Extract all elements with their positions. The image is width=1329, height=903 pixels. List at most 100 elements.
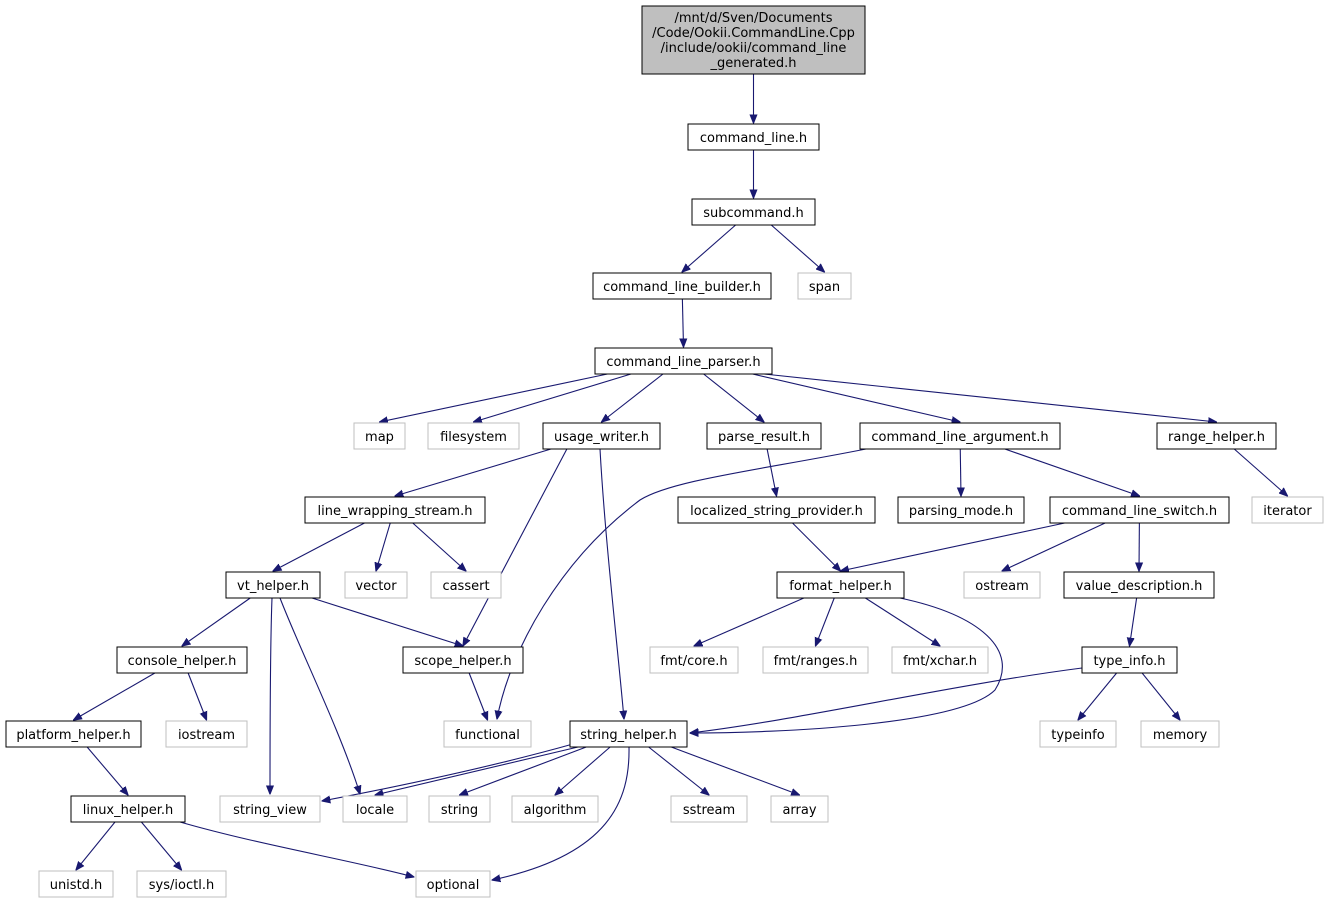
node-label: command_line_parser.h <box>606 355 760 370</box>
edge-command-line-parser-to-filesystem <box>474 373 632 422</box>
node-label: scope_helper.h <box>414 654 511 669</box>
node-type-info[interactable]: type_info.h <box>1081 646 1178 674</box>
node-platform-helper[interactable]: platform_helper.h <box>5 720 142 748</box>
node-box <box>1039 720 1117 748</box>
node-iostream: iostream <box>165 720 248 748</box>
node-label-line: /include/ookii/command_line <box>661 41 847 56</box>
node-box <box>1140 720 1220 748</box>
node-label: line_wrapping_stream.h <box>318 504 473 519</box>
node-console-helper[interactable]: console_helper.h <box>116 646 248 674</box>
node-box <box>70 795 186 823</box>
edge-command-line-parser-to-parse-result <box>703 373 764 422</box>
node-label: fmt/xchar.h <box>903 654 977 669</box>
node-box <box>342 795 408 823</box>
node-box <box>649 646 739 674</box>
node-fmt-ranges: fmt/ranges.h <box>762 646 869 674</box>
node-vt-helper[interactable]: vt_helper.h <box>225 571 321 599</box>
node-label: range_helper.h <box>1168 430 1265 445</box>
node-linux-helper[interactable]: linux_helper.h <box>70 795 186 823</box>
edge-command-line-argument-to-command-line-switch <box>1004 448 1140 496</box>
node-label: algorithm <box>524 803 587 818</box>
node-map: map <box>353 422 406 450</box>
node-box <box>443 720 532 748</box>
node-label-line: /mnt/d/Sven/Documents <box>674 11 832 26</box>
edge-vt-helper-to-string-view <box>270 597 272 794</box>
node-label: array <box>782 803 816 818</box>
node-box <box>1081 646 1178 674</box>
edge-scope-helper-to-functional <box>468 672 487 720</box>
edge-line-wrapping-stream-to-vt-helper <box>273 522 365 571</box>
edge-format-helper-to-string-helper <box>690 597 1003 733</box>
node-box <box>511 795 599 823</box>
edge-value-description-to-type-info <box>1130 597 1138 646</box>
node-memory: memory <box>1140 720 1220 748</box>
node-label: value_description.h <box>1076 579 1203 594</box>
node-label: map <box>365 430 394 445</box>
edge-format-helper-to-fmt-xchar <box>865 597 940 646</box>
node-label: span <box>809 280 840 295</box>
node-box <box>219 795 321 823</box>
node-parsing-mode[interactable]: parsing_mode.h <box>897 496 1025 524</box>
node-label: optional <box>427 878 480 893</box>
edge-console-helper-to-iostream <box>187 672 206 720</box>
node-usage-writer[interactable]: usage_writer.h <box>542 422 661 450</box>
node-label: vt_helper.h <box>237 579 309 594</box>
node-box <box>1156 422 1277 450</box>
node-box <box>594 347 773 375</box>
node-command-line-builder[interactable]: command_line_builder.h <box>592 272 772 300</box>
node-unistd: unistd.h <box>38 870 114 898</box>
edge-vt-helper-to-console-helper <box>182 597 251 646</box>
node-value-description[interactable]: value_description.h <box>1063 571 1215 599</box>
node-box <box>687 123 820 151</box>
node-algorithm: algorithm <box>511 795 599 823</box>
node-command-line-argument[interactable]: command_line_argument.h <box>859 422 1061 450</box>
node-box <box>430 571 502 599</box>
node-label: fmt/core.h <box>660 654 727 669</box>
node-label: iostream <box>178 728 235 743</box>
node-scope-helper[interactable]: scope_helper.h <box>402 646 524 674</box>
node-label-line: _generated.h <box>709 56 796 71</box>
node-label: memory <box>1153 728 1208 743</box>
edge-console-helper-to-platform-helper <box>74 672 156 720</box>
node-parse-result[interactable]: parse_result.h <box>706 422 822 450</box>
edge-type-info-to-memory <box>1141 672 1180 720</box>
node-box <box>428 795 491 823</box>
node-localized-string-provider[interactable]: localized_string_provider.h <box>677 496 876 524</box>
node-optional: optional <box>415 870 491 898</box>
edge-string-helper-to-array <box>671 746 799 795</box>
node-label: command_line_builder.h <box>603 280 761 295</box>
node-label: typeinfo <box>1051 728 1104 743</box>
node-label: string_view <box>233 803 307 818</box>
node-line-wrapping-stream[interactable]: line_wrapping_stream.h <box>304 496 486 524</box>
node-label: fmt/ranges.h <box>774 654 858 669</box>
edge-usage-writer-to-string-helper <box>599 448 624 719</box>
node-cassert: cassert <box>430 571 502 599</box>
node-ostream: ostream <box>963 571 1041 599</box>
edge-vt-helper-to-locale <box>279 597 360 794</box>
node-box <box>670 795 748 823</box>
node-command-line-switch[interactable]: command_line_switch.h <box>1049 496 1230 524</box>
edge-type-info-to-typeinfo <box>1078 672 1118 720</box>
node-label: command_line.h <box>700 131 807 146</box>
edge-string-helper-to-algorithm <box>555 746 611 795</box>
node-label: parsing_mode.h <box>909 504 1013 519</box>
node-box <box>427 422 520 450</box>
node-box <box>706 422 822 450</box>
edge-line-wrapping-stream-to-vector <box>376 522 391 571</box>
node-box <box>542 422 661 450</box>
node-subcommand[interactable]: subcommand.h <box>691 198 816 226</box>
edge-string-helper-to-locale <box>375 746 579 795</box>
node-format-helper[interactable]: format_helper.h <box>776 571 905 599</box>
node-string-helper[interactable]: string_helper.h <box>569 720 688 748</box>
node-command-line-parser[interactable]: command_line_parser.h <box>594 347 773 375</box>
node-string-view: string_view <box>219 795 321 823</box>
edge-command-line-parser-to-usage-writer <box>602 373 664 422</box>
edge-subcommand-to-command-line-builder <box>682 224 736 272</box>
edge-command-line-argument-to-parsing-mode <box>960 448 961 496</box>
node-command-line[interactable]: command_line.h <box>687 123 820 151</box>
node-root[interactable]: /mnt/d/Sven/Documents/Code/Ookii.Command… <box>641 5 866 75</box>
node-box <box>1251 496 1324 524</box>
node-range-helper[interactable]: range_helper.h <box>1156 422 1277 450</box>
node-box <box>5 720 142 748</box>
node-box <box>38 870 114 898</box>
